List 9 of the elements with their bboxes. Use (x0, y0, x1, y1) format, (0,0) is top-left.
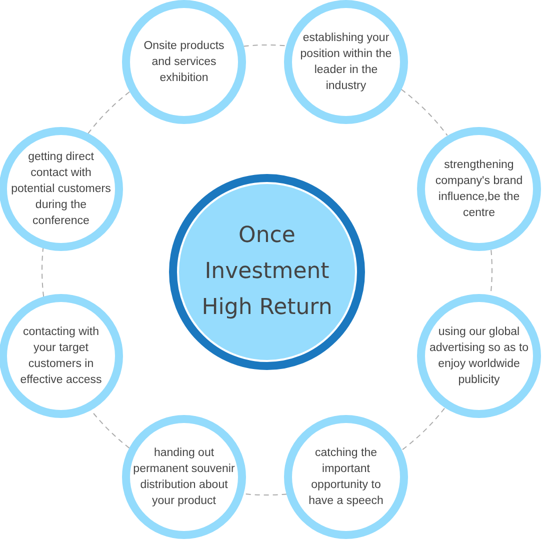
topic-text: catching the important opportunity to have a speech (308, 446, 384, 509)
topic-text: strengthening company's brand influence,be the centre (434, 158, 524, 221)
topic-text: getting direct contact with potential customers during the conference (10, 150, 112, 229)
topic-text: using our global advertising so as to enjoy worldwide publicity (428, 325, 530, 388)
center-text: Once Investment High Return (200, 222, 334, 322)
topic-text: handing out permanent souvenir distribution about your product (132, 446, 236, 509)
topic-text: Onsite products and services exhibition (142, 39, 226, 86)
topic-text: establishing your position within the leader in the industry (299, 31, 393, 94)
topic-text: contacting with your target customers in effective access (19, 325, 103, 388)
